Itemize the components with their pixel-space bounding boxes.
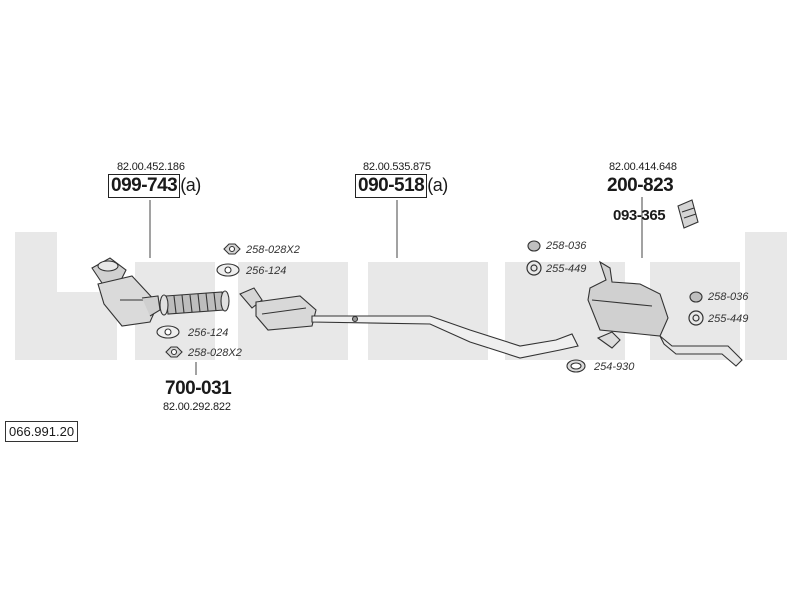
- ref-number-3: 82.00.414.648: [609, 161, 677, 173]
- small-part-label[interactable]: 258-028X2: [246, 244, 300, 256]
- nut-icon: [223, 243, 241, 255]
- ref-number-4: 82.00.292.822: [163, 401, 231, 413]
- small-part-label[interactable]: 258-028X2: [188, 347, 242, 359]
- part-suffix-1: (a): [180, 175, 201, 195]
- rubber-ring-icon: [526, 260, 542, 276]
- part-number-1[interactable]: 099-743(a): [108, 174, 201, 198]
- gasket-icon: [156, 325, 180, 339]
- small-part-label[interactable]: 256-124: [246, 265, 287, 277]
- nut-icon: [165, 346, 183, 358]
- part-code-1: 099-743: [108, 174, 181, 198]
- leader-lines: [149, 197, 643, 375]
- middle-silencer-part[interactable]: [239, 287, 579, 359]
- rubber-mount-icon: [689, 291, 703, 303]
- rear-silencer-part[interactable]: [587, 260, 743, 367]
- part-number-4[interactable]: 700-031: [165, 378, 232, 399]
- clamp-icon: [566, 359, 586, 373]
- small-part-label[interactable]: 255-449: [708, 313, 749, 325]
- heat-shield-icon: [677, 199, 699, 229]
- gasket-icon: [216, 263, 240, 277]
- heat-shield-label[interactable]: 093-365: [613, 207, 666, 224]
- rubber-ring-icon: [688, 310, 704, 326]
- small-part-label[interactable]: 258-036: [546, 240, 587, 252]
- flex-pipe-part[interactable]: [159, 290, 230, 316]
- small-part-label[interactable]: 254-930: [594, 361, 635, 373]
- ref-number-2: 82.00.535.875: [363, 161, 431, 173]
- rubber-mount-icon: [527, 240, 541, 252]
- small-part-label[interactable]: 258-036: [708, 291, 749, 303]
- diagram-id-label: 066.991.20: [5, 421, 79, 442]
- part-code-2: 090-518: [355, 174, 428, 198]
- small-part-label[interactable]: 255-449: [546, 263, 587, 275]
- catalytic-converter-part[interactable]: [91, 257, 161, 327]
- part-suffix-2: (a): [427, 175, 448, 195]
- ref-number-1: 82.00.452.186: [117, 161, 185, 173]
- part-number-2[interactable]: 090-518(a): [355, 174, 448, 198]
- small-part-label[interactable]: 256-124: [188, 327, 229, 339]
- part-number-3[interactable]: 200-823: [607, 175, 674, 196]
